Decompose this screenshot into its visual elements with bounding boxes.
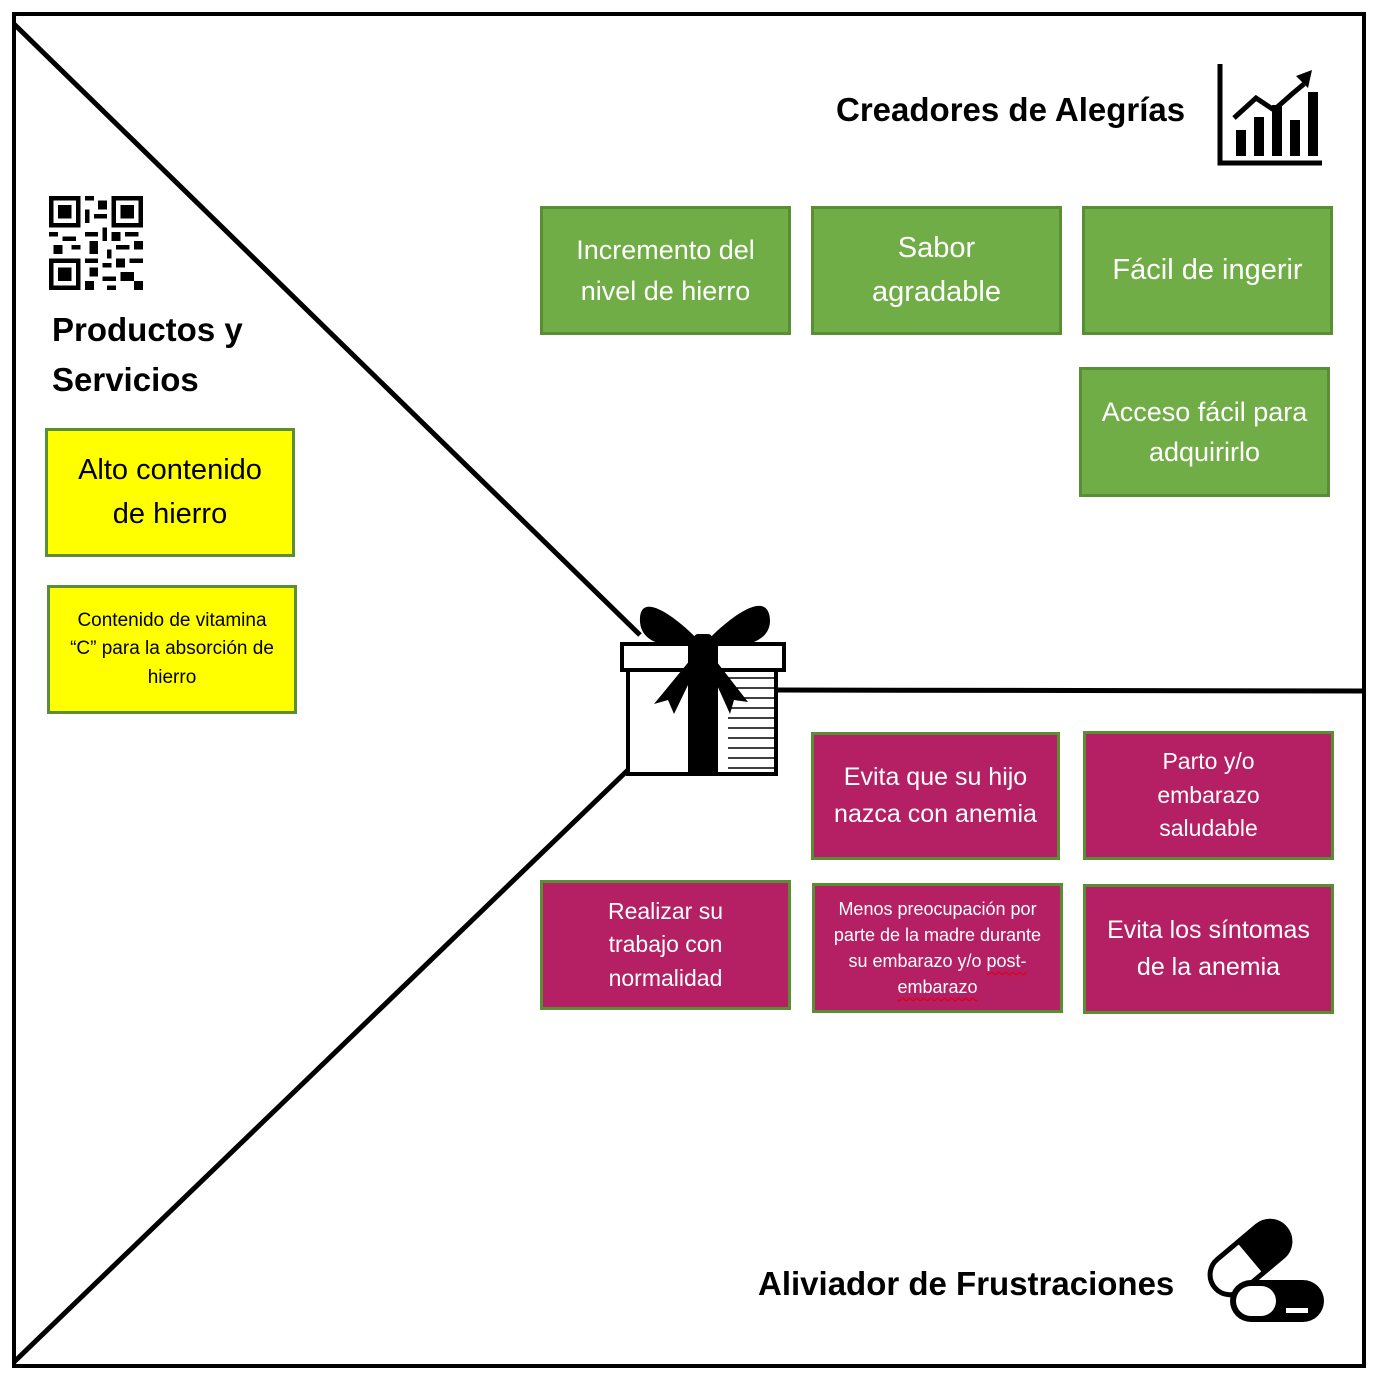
product-box-iron-text: Alto contenido de hierro [78, 454, 262, 530]
gain-box-easy-access-text: Acceso fácil para adquirirlo [1101, 396, 1308, 468]
pain-box-less-worry-text: Menos preocupación por parte de la madre… [829, 896, 1046, 1000]
product-box-vitamin-c-text: Contenido de vitamina “C” para la absorc… [70, 609, 274, 688]
gain-box-easy-intake-text: Fácil de ingerir [1112, 253, 1303, 286]
pain-box-healthy-pregnancy: Parto y/o embarazo saludable [1083, 731, 1334, 860]
pain-box-child-anemia: Evita que su hijo nazca con anemia [811, 732, 1060, 860]
pain-box-anemia-symptoms: Evita los síntomas de la anemia [1083, 884, 1334, 1014]
pain-box-normal-work: Realizar su trabajo con normalidad [540, 880, 791, 1010]
gain-box-iron-level: Incremento del nivel de hierro [540, 206, 791, 335]
gain-box-easy-intake: Fácil de ingerir [1082, 206, 1333, 335]
growth-chart-icon [1217, 64, 1322, 166]
upper-diagonal-line [12, 22, 642, 637]
gain-box-taste-text: Sabor agradable [872, 232, 1001, 308]
lower-diagonal-line [12, 766, 632, 1364]
product-box-iron: Alto contenido de hierro [45, 428, 295, 557]
pain-box-normal-work-text: Realizar su trabajo con normalidad [607, 897, 724, 991]
pain-box-child-anemia-text: Evita que su hijo nazca con anemia [834, 762, 1037, 829]
gain-box-taste: Sabor agradable [811, 206, 1062, 335]
pain-box-healthy-pregnancy-text: Parto y/o embarazo saludable [1157, 748, 1260, 842]
pain-box-less-worry-text-underlined: post-embarazo [897, 951, 1027, 998]
pain-box-less-worry-text-main: Menos preocupación por parte de la madre… [833, 898, 1042, 971]
gains-section-title: Creadores de Alegrías [836, 91, 1186, 128]
product-box-vitamin-c: Contenido de vitamina “C” para la absorc… [47, 585, 297, 714]
gift-box-icon [620, 605, 786, 776]
gain-box-easy-access: Acceso fácil para adquirirlo [1079, 367, 1330, 497]
horizontal-divider-line [775, 687, 1365, 694]
capsule-pill-icon [1207, 1218, 1324, 1322]
products-section-title: Productos y Servicios [52, 311, 243, 398]
qr-code-icon [49, 196, 143, 290]
gain-box-iron-level-text: Incremento del nivel de hierro [576, 235, 755, 306]
pain-box-anemia-symptoms-text: Evita los síntomas de la anemia [1107, 915, 1310, 982]
pains-section-title: Aliviador de Frustraciones [758, 1265, 1175, 1302]
pain-box-less-worry: Menos preocupación por parte de la madre… [812, 883, 1063, 1013]
